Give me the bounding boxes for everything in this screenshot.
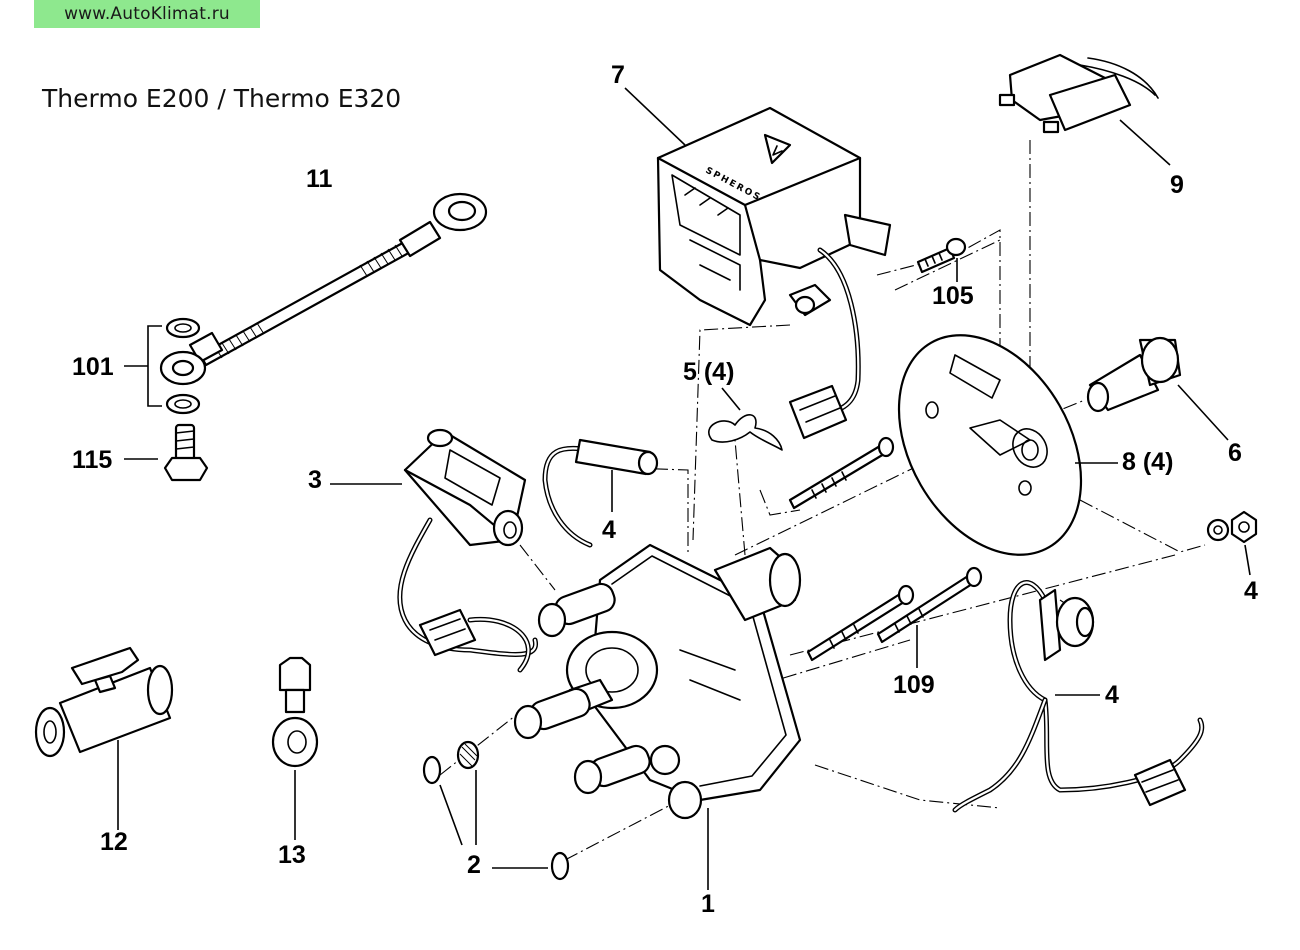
label-6: 6 — [1228, 439, 1242, 467]
part-4-nozzle-preheater — [542, 438, 659, 548]
part-7-ignition-unit: SPHEROS — [624, 87, 892, 440]
label-109: 109 — [893, 671, 935, 699]
label-9: 9 — [1170, 171, 1184, 199]
label-4-sensor: 4 — [1105, 681, 1119, 709]
part-12-valve — [34, 646, 174, 830]
label-7: 7 — [611, 61, 625, 89]
label-4-heater: 4 — [602, 516, 616, 544]
part-101-washer-set — [124, 317, 201, 415]
part-8-gasket-plate — [897, 334, 1118, 556]
label-11: 11 — [306, 165, 333, 193]
part-11-fuel-line — [159, 192, 488, 386]
watermark-banner: www.AutoKlimat.ru — [34, 0, 260, 28]
label-13: 13 — [278, 841, 306, 869]
label-101: 101 — [72, 353, 114, 381]
label-5: 5 (4) — [683, 358, 734, 386]
part-13-banjo-fitting — [271, 656, 319, 840]
part-2-seal-rings — [422, 740, 570, 881]
part-4-nut-washer — [1206, 510, 1258, 576]
label-12: 12 — [100, 828, 128, 856]
part-9-flame-sensor — [998, 53, 1171, 166]
part-5-clip — [708, 387, 783, 451]
label-105: 105 — [932, 282, 974, 310]
label-1: 1 — [701, 890, 715, 918]
label-2: 2 — [467, 851, 481, 879]
part-1-nozzle-holder — [513, 543, 802, 890]
part-4-temperature-sensor — [952, 580, 1205, 813]
label-4-nut: 4 — [1244, 577, 1258, 605]
part-screws-long — [788, 436, 983, 668]
label-3: 3 — [308, 466, 322, 494]
part-3-solenoid-valve — [330, 428, 538, 673]
label-115: 115 — [72, 446, 112, 474]
label-8: 8 (4) — [1122, 448, 1173, 476]
part-6-electrode — [1086, 336, 1229, 441]
part-105-screw — [916, 237, 967, 282]
part-115-banjo-bolt — [124, 423, 209, 482]
assembly-lines — [439, 140, 1206, 861]
part-labels: 7 9 11 105 101 5 (4) 6 8 (4) 115 3 4 4 1… — [72, 61, 1258, 918]
diagram-title: Thermo E200 / Thermo E320 — [42, 84, 402, 113]
